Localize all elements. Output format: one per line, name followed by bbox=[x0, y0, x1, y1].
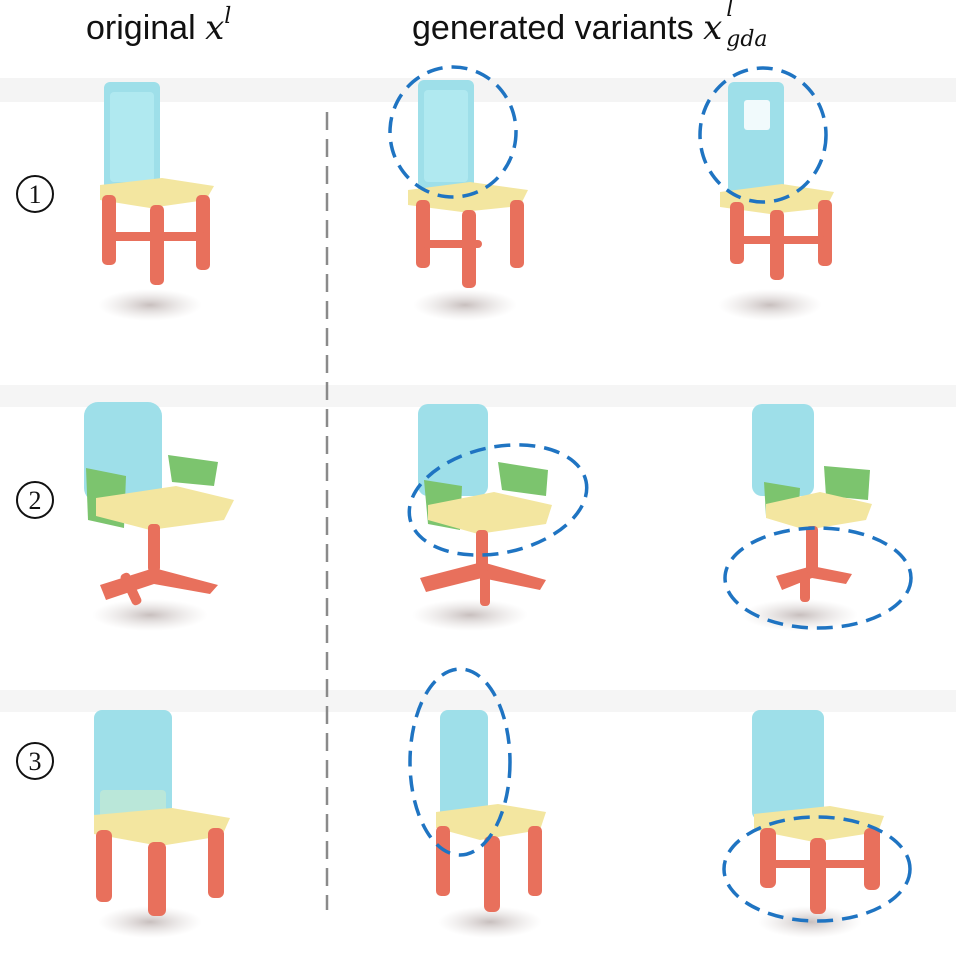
chair-variant-row1-b bbox=[698, 66, 834, 321]
header-original-sup: l bbox=[224, 4, 232, 29]
chair-variant-row2-b bbox=[723, 404, 913, 631]
row-marker-3-label: 3 bbox=[29, 747, 42, 776]
chair-variant-row2-a bbox=[407, 404, 589, 631]
row-marker-1: 1 bbox=[16, 175, 54, 213]
header-original-var: x bbox=[205, 8, 225, 48]
highlight-ellipse-row1-b bbox=[698, 66, 828, 204]
header-generated-text: generated variants bbox=[412, 9, 704, 47]
highlight-ellipse-row2-a bbox=[407, 443, 589, 557]
header-generated-sub: gda bbox=[726, 27, 768, 52]
row-marker-2: 2 bbox=[16, 481, 54, 519]
chair-original-row1 bbox=[98, 82, 214, 321]
highlight-ellipse-row3-b bbox=[722, 815, 912, 923]
highlight-ellipse-row3-a bbox=[408, 667, 512, 857]
header-original-text: original bbox=[86, 9, 206, 47]
header-generated-var: x bbox=[703, 8, 723, 48]
row-marker-3: 3 bbox=[16, 742, 54, 780]
chair-variant-row3-b bbox=[722, 710, 912, 938]
row-marker-1-label: 1 bbox=[29, 180, 42, 209]
row-marker-2-label: 2 bbox=[29, 486, 42, 515]
row-band-3 bbox=[0, 690, 956, 712]
highlight-ellipse-row2-b bbox=[723, 526, 913, 630]
chair-variant-row1-a bbox=[388, 65, 528, 321]
header-original: original xl bbox=[86, 4, 231, 48]
highlight-ellipse-row1-a bbox=[388, 65, 518, 199]
chair-variant-row3-a bbox=[408, 667, 546, 938]
row-band-2 bbox=[0, 385, 956, 407]
header-generated-sup: l bbox=[726, 0, 734, 22]
chair-original-row3 bbox=[94, 710, 230, 938]
chair-original-row2 bbox=[84, 402, 234, 631]
